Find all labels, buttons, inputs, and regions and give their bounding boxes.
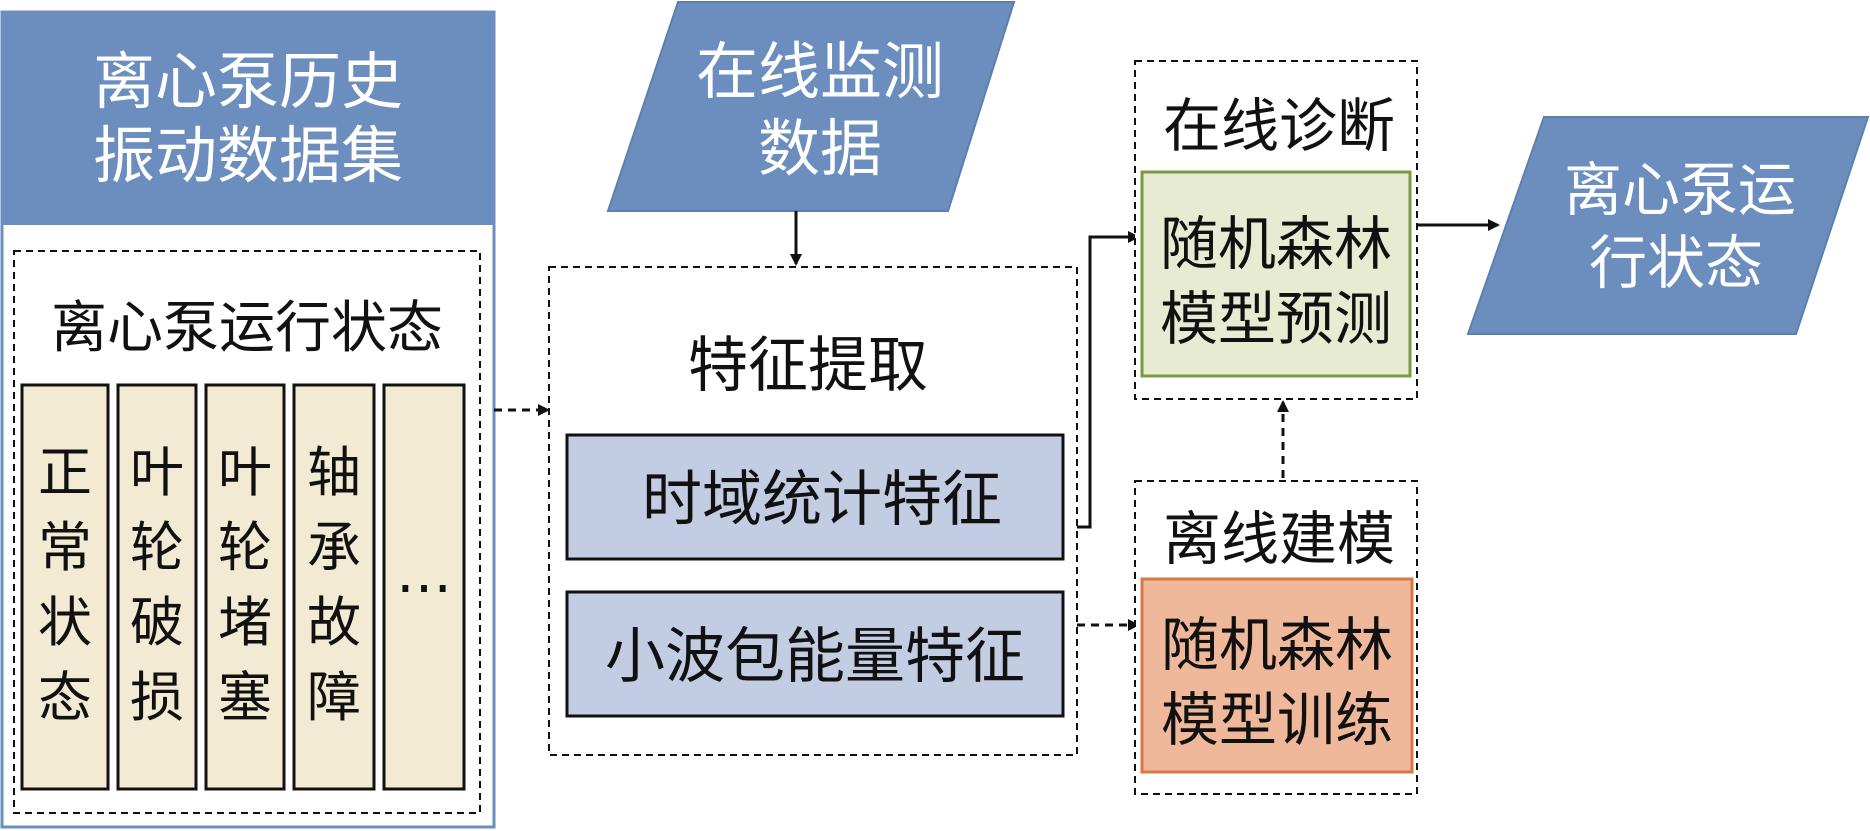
wavelet-feature-label: 小波包能量特征 [605,622,1025,692]
output-state-line-1: 离心泵运 [1564,156,1796,224]
state-impeller-damage: 叶 轮 破 损 [116,383,198,791]
rf-train-line-1: 随机森林 [1161,611,1393,679]
state-impeller-blockage-char: 轮 [218,516,272,579]
time-domain-feature-box [565,433,1065,561]
state-impeller-damage-char: 破 [130,591,184,654]
rf-train-box [1140,577,1414,774]
state-impeller-damage-char: 损 [130,666,184,729]
state-impeller-blockage-box [204,383,286,791]
state-normal-char: 态 [38,666,92,729]
state-impeller-blockage-char: 塞 [218,666,272,729]
online-diagnosis-block: 在线诊断 随机森林 模型预测 [1134,60,1418,400]
states-dashed-frame [13,250,481,814]
online-data-shape [606,1,1016,212]
output-state-line-2: 行状态 [1589,229,1763,297]
state-normal-char: 状 [38,591,92,654]
state-more-box [382,383,466,791]
state-impeller-damage-box [116,383,198,791]
state-bearing-fault-char: 故 [307,591,361,654]
state-impeller-damage-char: 轮 [130,516,184,579]
feature-extraction-title: 特征提取 [688,331,928,401]
wavelet-feature-box [565,590,1065,718]
state-impeller-blockage-char: 叶 [218,441,272,504]
output-state-node: 离心泵运 行状态 [1466,116,1870,335]
state-impeller-blockage-char: 堵 [218,591,272,654]
rf-predict-line-2: 模型预测 [1160,285,1392,353]
feature-extraction-block: 特征提取 时域统计特征 小波包能量特征 [548,266,1078,756]
state-more-ellipsis: … [396,541,452,606]
offline-modeling-block: 离线建模 随机森林 模型训练 [1134,480,1418,795]
history-dataset-header [1,11,495,225]
state-bearing-fault-char: 承 [307,516,361,579]
history-dataset-title-line-1: 离心泵历史 [93,45,403,118]
online-data-node: 在线监测 数据 [606,1,1016,212]
offline-modeling-title: 离线建模 [1163,505,1395,573]
states-label: 离心泵运行状态 [51,296,443,361]
state-bearing-fault: 轴 承 故 障 [292,383,376,791]
state-bearing-fault-box [292,383,376,791]
state-bearing-fault-char: 轴 [307,441,361,504]
state-bearing-fault-char: 障 [307,666,361,729]
output-state-shape [1466,116,1870,335]
arrow-features-to-diagnosis [1077,231,1140,529]
state-impeller-blockage: 叶 轮 堵 塞 [204,383,286,791]
state-normal: 正 常 状 态 [20,383,110,791]
state-normal-char: 正 [38,441,92,504]
time-domain-feature-label: 时域统计特征 [642,465,1002,535]
state-normal-box [20,383,110,791]
rf-train-line-2: 模型训练 [1161,686,1393,754]
online-data-line-2: 数据 [758,112,882,185]
state-impeller-damage-char: 叶 [130,441,184,504]
rf-predict-line-1: 随机森林 [1160,210,1392,278]
state-normal-char: 常 [38,516,92,579]
history-dataset-title-line-2: 振动数据集 [93,119,403,192]
state-more: … [382,383,466,791]
online-data-line-1: 在线监测 [696,35,944,108]
history-dataset-block: 离心泵历史 振动数据集 离心泵运行状态 正 常 状 态 叶 轮 破 损 叶 轮 … [0,10,496,829]
online-diagnosis-title: 在线诊断 [1163,92,1395,160]
rf-predict-box [1140,170,1412,378]
